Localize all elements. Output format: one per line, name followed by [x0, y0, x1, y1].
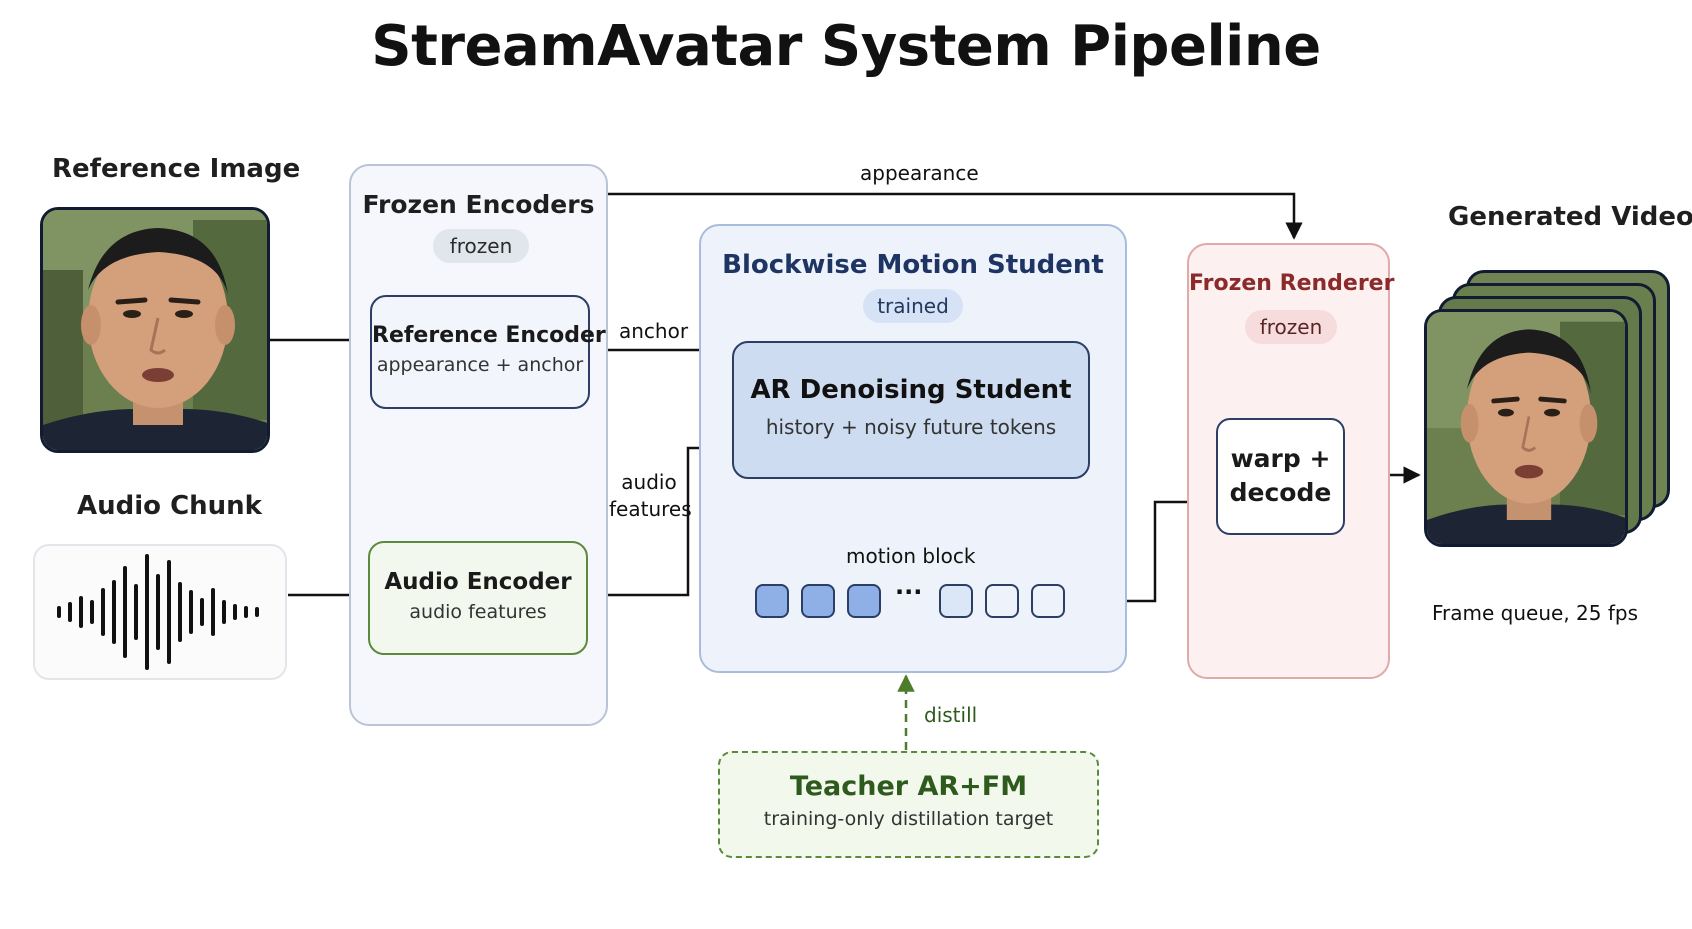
- generated-video-caption: Frame queue, 25 fps: [1432, 601, 1639, 625]
- face-photo-illustration: [1427, 312, 1625, 544]
- appearance-edge-label: appearance: [860, 161, 979, 185]
- distill-edge-label: distill: [924, 703, 978, 727]
- audio-features-line1: audio: [621, 470, 677, 494]
- ar-denoising-student-box: AR Denoising Student history + noisy fut…: [732, 341, 1090, 479]
- anchor-edge-label: anchor: [619, 319, 689, 343]
- page-title: StreamAvatar System Pipeline: [371, 14, 1321, 79]
- frozen-encoders-title: Frozen Encoders: [362, 190, 595, 219]
- video-frame-front: [1424, 309, 1628, 547]
- motion-token-ellipsis: ···: [895, 578, 923, 606]
- audio-encoder-title: Audio Encoder: [384, 569, 572, 595]
- waveform-icon: [57, 554, 259, 670]
- motion-token: [847, 584, 881, 618]
- frozen-encoders-badge: frozen: [433, 229, 529, 263]
- frozen-renderer-title: Frozen Renderer: [1189, 271, 1395, 296]
- motion-token: [1031, 584, 1065, 618]
- audio-chunk-label: Audio Chunk: [77, 491, 262, 521]
- teacher-title: Teacher AR+FM: [789, 771, 1028, 802]
- generated-video-stack: [1424, 270, 1676, 580]
- reference-encoder-box: Reference Encoder appearance + anchor: [370, 295, 606, 409]
- frozen-renderer-badge: frozen: [1245, 310, 1337, 344]
- motion-student-title: Blockwise Motion Student: [722, 250, 1104, 280]
- warp-decode-line2: decode: [1229, 478, 1332, 507]
- motion-block-label: motion block: [846, 544, 976, 568]
- face-photo-illustration: [43, 210, 267, 450]
- warp-decode-box: warp + decode: [1216, 418, 1345, 535]
- reference-image: [40, 207, 270, 453]
- arrow-appearance: [608, 192, 1303, 240]
- motion-token: [939, 584, 973, 618]
- audio-chunk-card: [33, 544, 287, 680]
- teacher-subtitle: training-only distillation target: [763, 808, 1054, 830]
- audio-encoder-subtitle: audio features: [409, 601, 547, 623]
- motion-token: [985, 584, 1019, 618]
- teacher-box: Teacher AR+FM training-only distillation…: [718, 751, 1099, 858]
- audio-encoder-box: Audio Encoder audio features: [368, 541, 588, 655]
- motion-student-badge: trained: [863, 289, 963, 323]
- reference-image-label: Reference Image: [52, 154, 301, 184]
- reference-encoder-subtitle: appearance + anchor: [376, 354, 584, 376]
- generated-video-label: Generated Video: [1448, 202, 1692, 232]
- reference-encoder-title: Reference Encoder: [372, 323, 606, 348]
- audio-features-line2: features: [609, 497, 692, 521]
- motion-token: [801, 584, 835, 618]
- motion-token: [755, 584, 789, 618]
- ar-student-subtitle: history + noisy future tokens: [765, 415, 1057, 439]
- audio-features-edge-label: audio features: [609, 469, 692, 523]
- ar-student-title: AR Denoising Student: [750, 375, 1072, 405]
- motion-block-tokens: ···: [755, 578, 1065, 620]
- warp-decode-line1: warp +: [1230, 444, 1331, 473]
